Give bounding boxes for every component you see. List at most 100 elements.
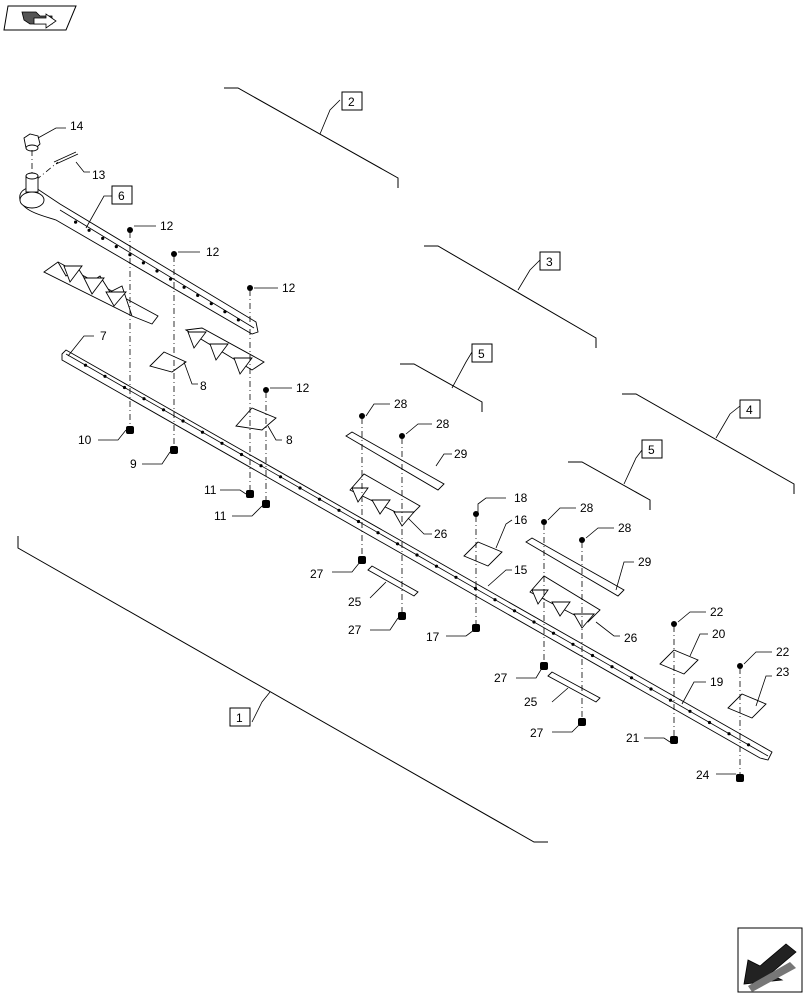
- knife-bar-holes: [74, 220, 751, 747]
- callout-29b: 29: [638, 555, 652, 569]
- assembly-centerlines: [129, 232, 741, 774]
- svg-text:5: 5: [478, 347, 485, 361]
- bar-hole: [161, 408, 166, 412]
- bar-hole: [220, 441, 224, 445]
- callout-18: 18: [514, 491, 528, 505]
- head-bar-hole: [223, 310, 227, 314]
- callout-27a: 27: [310, 567, 324, 581]
- svg-text:1: 1: [236, 711, 243, 725]
- bar-hole: [83, 363, 88, 367]
- callout-24: 24: [696, 768, 710, 782]
- callout-27c: 27: [494, 671, 508, 685]
- knife-sections-group-26a: [349, 473, 421, 527]
- callout-22a: 22: [710, 605, 724, 619]
- knife-sections-group-8b: [149, 327, 265, 375]
- knife-head-assembly: [19, 172, 259, 335]
- callout-25a: 25: [348, 595, 362, 609]
- head-bar-hole: [101, 236, 105, 240]
- assembly-bracket-4: [622, 393, 795, 494]
- callout-28b: 28: [436, 417, 450, 431]
- bar-hole: [610, 665, 614, 669]
- hold-down-plate-29a: [345, 431, 445, 491]
- callout-26a: 26: [434, 527, 448, 541]
- bar-hole: [122, 385, 127, 390]
- bar-hole: [317, 497, 322, 501]
- callout-27b: 27: [348, 623, 362, 637]
- callout-8b: 8: [286, 433, 293, 447]
- callout-28d: 28: [618, 521, 632, 535]
- bar-hole: [493, 598, 497, 602]
- bar-hole: [590, 653, 595, 658]
- boxed-callout-4: 4: [739, 399, 761, 419]
- splice-plate-25a: [367, 565, 419, 597]
- callout-16: 16: [514, 513, 528, 527]
- callout-28a: 28: [394, 397, 408, 411]
- boxed-callout-2: 2: [341, 91, 363, 111]
- callout-19: 19: [710, 675, 724, 689]
- assembly-bracket-2: [224, 87, 399, 188]
- head-bar-hole: [155, 269, 159, 273]
- ball-joint-nut: [23, 133, 41, 152]
- callout-22b: 22: [776, 645, 790, 659]
- boxed-callout-6: 6: [111, 185, 133, 205]
- callout-12d: 12: [296, 381, 310, 395]
- bar-hole: [668, 698, 673, 702]
- callout-17: 17: [426, 630, 440, 644]
- knife-section-8c: [235, 407, 277, 431]
- cotter-pin: [53, 151, 79, 165]
- callout-12a: 12: [160, 219, 174, 233]
- callout-29a: 29: [454, 447, 468, 461]
- assembly-bracket-1: [17, 536, 548, 843]
- bar-hole: [200, 430, 205, 434]
- svg-text:6: 6: [118, 189, 125, 203]
- assembly-bracket-3: [424, 245, 597, 348]
- callout-23: 23: [776, 665, 790, 679]
- callout-7: 7: [100, 329, 107, 343]
- splice-plate-25b: [547, 671, 601, 703]
- bar-hole: [181, 419, 185, 423]
- bar-hole: [356, 519, 361, 524]
- bar-hole: [727, 732, 731, 736]
- callout-12c: 12: [282, 281, 296, 295]
- bar-hole: [688, 709, 692, 713]
- next-page-arrow-icon[interactable]: [737, 927, 803, 993]
- head-bar-hole: [169, 277, 173, 281]
- bar-hole: [649, 687, 653, 691]
- assembly-bracket-5a: [400, 363, 483, 412]
- callout-15: 15: [514, 563, 528, 577]
- boxed-callout-5b: 5: [641, 439, 663, 459]
- callout-8a: 8: [200, 379, 207, 393]
- knife-section-16: [463, 541, 503, 567]
- callout-25b: 25: [524, 695, 538, 709]
- svg-text:4: 4: [746, 403, 753, 417]
- bar-hole: [337, 508, 341, 512]
- bar-hole: [298, 486, 302, 490]
- bar-hole: [395, 542, 400, 546]
- callout-labels: 14 13 12 12 12 12 7 8 8 10 9 11 11 28 28…: [70, 119, 790, 782]
- head-bar-hole: [114, 245, 118, 249]
- bar-hole: [532, 620, 536, 624]
- boxed-callout-5a: 5: [471, 343, 493, 363]
- callout-21: 21: [626, 731, 640, 745]
- bar-hole: [434, 564, 439, 568]
- callout-11b: 11: [214, 509, 227, 523]
- head-bar-hole: [74, 220, 78, 224]
- callout-13: 13: [92, 168, 106, 182]
- leader-lines: [37, 99, 772, 775]
- bar-hole: [571, 642, 575, 646]
- knife-section-23: [727, 693, 767, 719]
- callout-26b: 26: [624, 631, 638, 645]
- head-bar-hole: [87, 228, 91, 232]
- knife-section-20: [659, 649, 699, 675]
- head-bar-hole: [209, 302, 213, 306]
- bar-hole: [278, 475, 283, 479]
- callout-14: 14: [70, 119, 84, 133]
- callout-10: 10: [78, 433, 92, 447]
- callout-9: 9: [130, 457, 137, 471]
- hold-down-plate-29b: [525, 537, 625, 597]
- parts-catalog-arrow-icon[interactable]: [3, 5, 77, 31]
- head-bar-hole: [141, 261, 145, 265]
- bar-hole: [629, 676, 634, 680]
- bar-hole: [551, 631, 556, 635]
- callout-27d: 27: [530, 726, 544, 740]
